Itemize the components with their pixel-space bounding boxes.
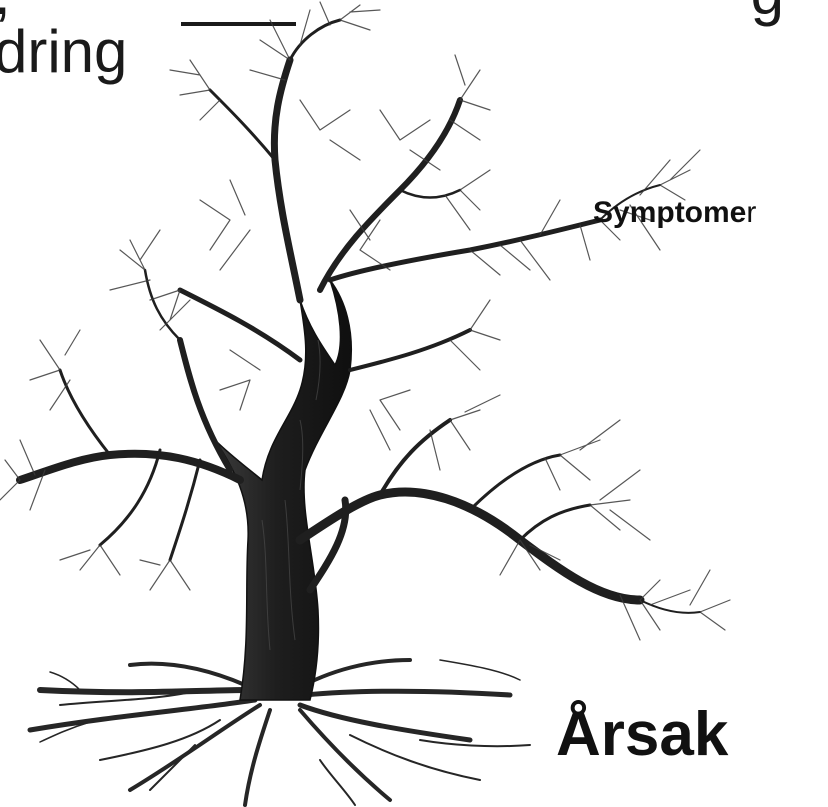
label-symptomer-plain-part: r bbox=[746, 196, 756, 229]
label-symptomer-bold-part: Symptome bbox=[593, 196, 746, 229]
tree-trunk bbox=[215, 280, 351, 700]
tree-branches bbox=[20, 20, 700, 613]
label-symptomer: Symptomer bbox=[593, 196, 756, 230]
tree-twigs bbox=[0, 2, 730, 640]
label-arsak: Årsak bbox=[556, 700, 728, 770]
